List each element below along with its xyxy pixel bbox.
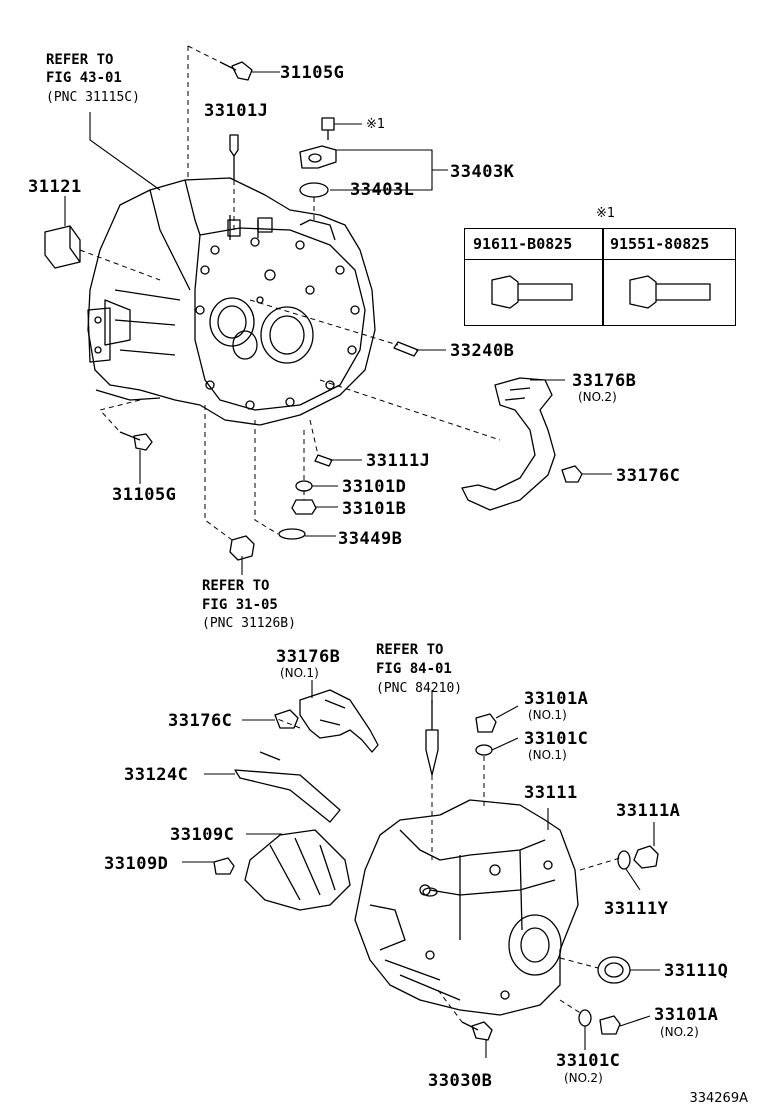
ref2-line1: REFER TO [202,578,270,594]
label-33101A-no1[interactable]: 33101A [524,689,589,709]
label-33111J[interactable]: 33111J [366,451,431,471]
label-33101C-no2[interactable]: 33101C [556,1051,621,1071]
label-33101D[interactable]: 33101D [342,477,407,497]
ref3-line3: (PNC 84210) [376,681,463,696]
label-33109C[interactable]: 33109C [170,825,235,845]
label-33403L[interactable]: 33403L [350,180,415,200]
ref1-line1: REFER TO [46,52,114,68]
label-31105G-bottom[interactable]: 31105G [112,485,177,505]
bolt-table-divider [602,229,604,325]
note-star1-a: ※1 [366,117,386,132]
label-33124C[interactable]: 33124C [124,765,189,785]
ref3-line1: REFER TO [376,642,444,658]
sub-33101A-no2: (NO.2) [660,1025,699,1039]
label-33030B[interactable]: 33030B [428,1071,493,1091]
ref1-line3: (PNC 31115C) [46,90,140,105]
label-33111Y[interactable]: 33111Y [604,899,669,919]
label-33176B-no2[interactable]: 33176B [572,371,637,391]
label-33101C-no1[interactable]: 33101C [524,729,589,749]
clutch-housing [87,177,376,426]
ref2-line3: (PNC 31126B) [202,616,296,631]
label-33176B-no1[interactable]: 33176B [276,647,341,667]
bracket-no2-shape [461,377,556,511]
label-33101B[interactable]: 33101B [342,499,407,519]
part-31121-shape [44,225,81,269]
ref1-line2[interactable]: FIG 43-01 [46,70,122,86]
note-star1-b: ※1 [596,206,616,221]
label-33176C-right[interactable]: 33176C [616,466,681,486]
label-33449B[interactable]: 33449B [338,529,403,549]
label-31121[interactable]: 31121 [28,177,82,197]
sub-33176B-no2: (NO.2) [578,390,617,404]
label-33111A[interactable]: 33111A [616,801,681,821]
ref2-line2[interactable]: FIG 31-05 [202,597,278,613]
label-33176C-left[interactable]: 33176C [168,711,233,731]
sub-33101A-no1: (NO.1) [528,708,567,722]
ref3-line2[interactable]: FIG 84-01 [376,661,452,677]
bolt-table: 91611-B0825 91551-80825 [464,228,736,326]
label-33111[interactable]: 33111 [524,783,578,803]
label-31105G-top[interactable]: 31105G [280,63,345,83]
label-33240B[interactable]: 33240B [450,341,515,361]
diagram-id: 334269A [689,1091,748,1106]
label-33109D[interactable]: 33109D [104,854,169,874]
label-33101J[interactable]: 33101J [204,101,269,121]
sub-33176B-no1: (NO.1) [280,666,319,680]
label-33111Q[interactable]: 33111Q [664,961,729,981]
label-33403K[interactable]: 33403K [450,162,515,182]
transaxle-case [354,799,579,1016]
bolt-table-col2[interactable]: 91551-80825 [610,235,710,253]
sub-33101C-no1: (NO.1) [528,748,567,762]
bolt-table-col1[interactable]: 91611-B0825 [473,235,573,253]
label-33101A-no2[interactable]: 33101A [654,1005,719,1025]
sub-33101C-no2: (NO.2) [564,1071,603,1085]
bolt-table-header [465,229,735,260]
